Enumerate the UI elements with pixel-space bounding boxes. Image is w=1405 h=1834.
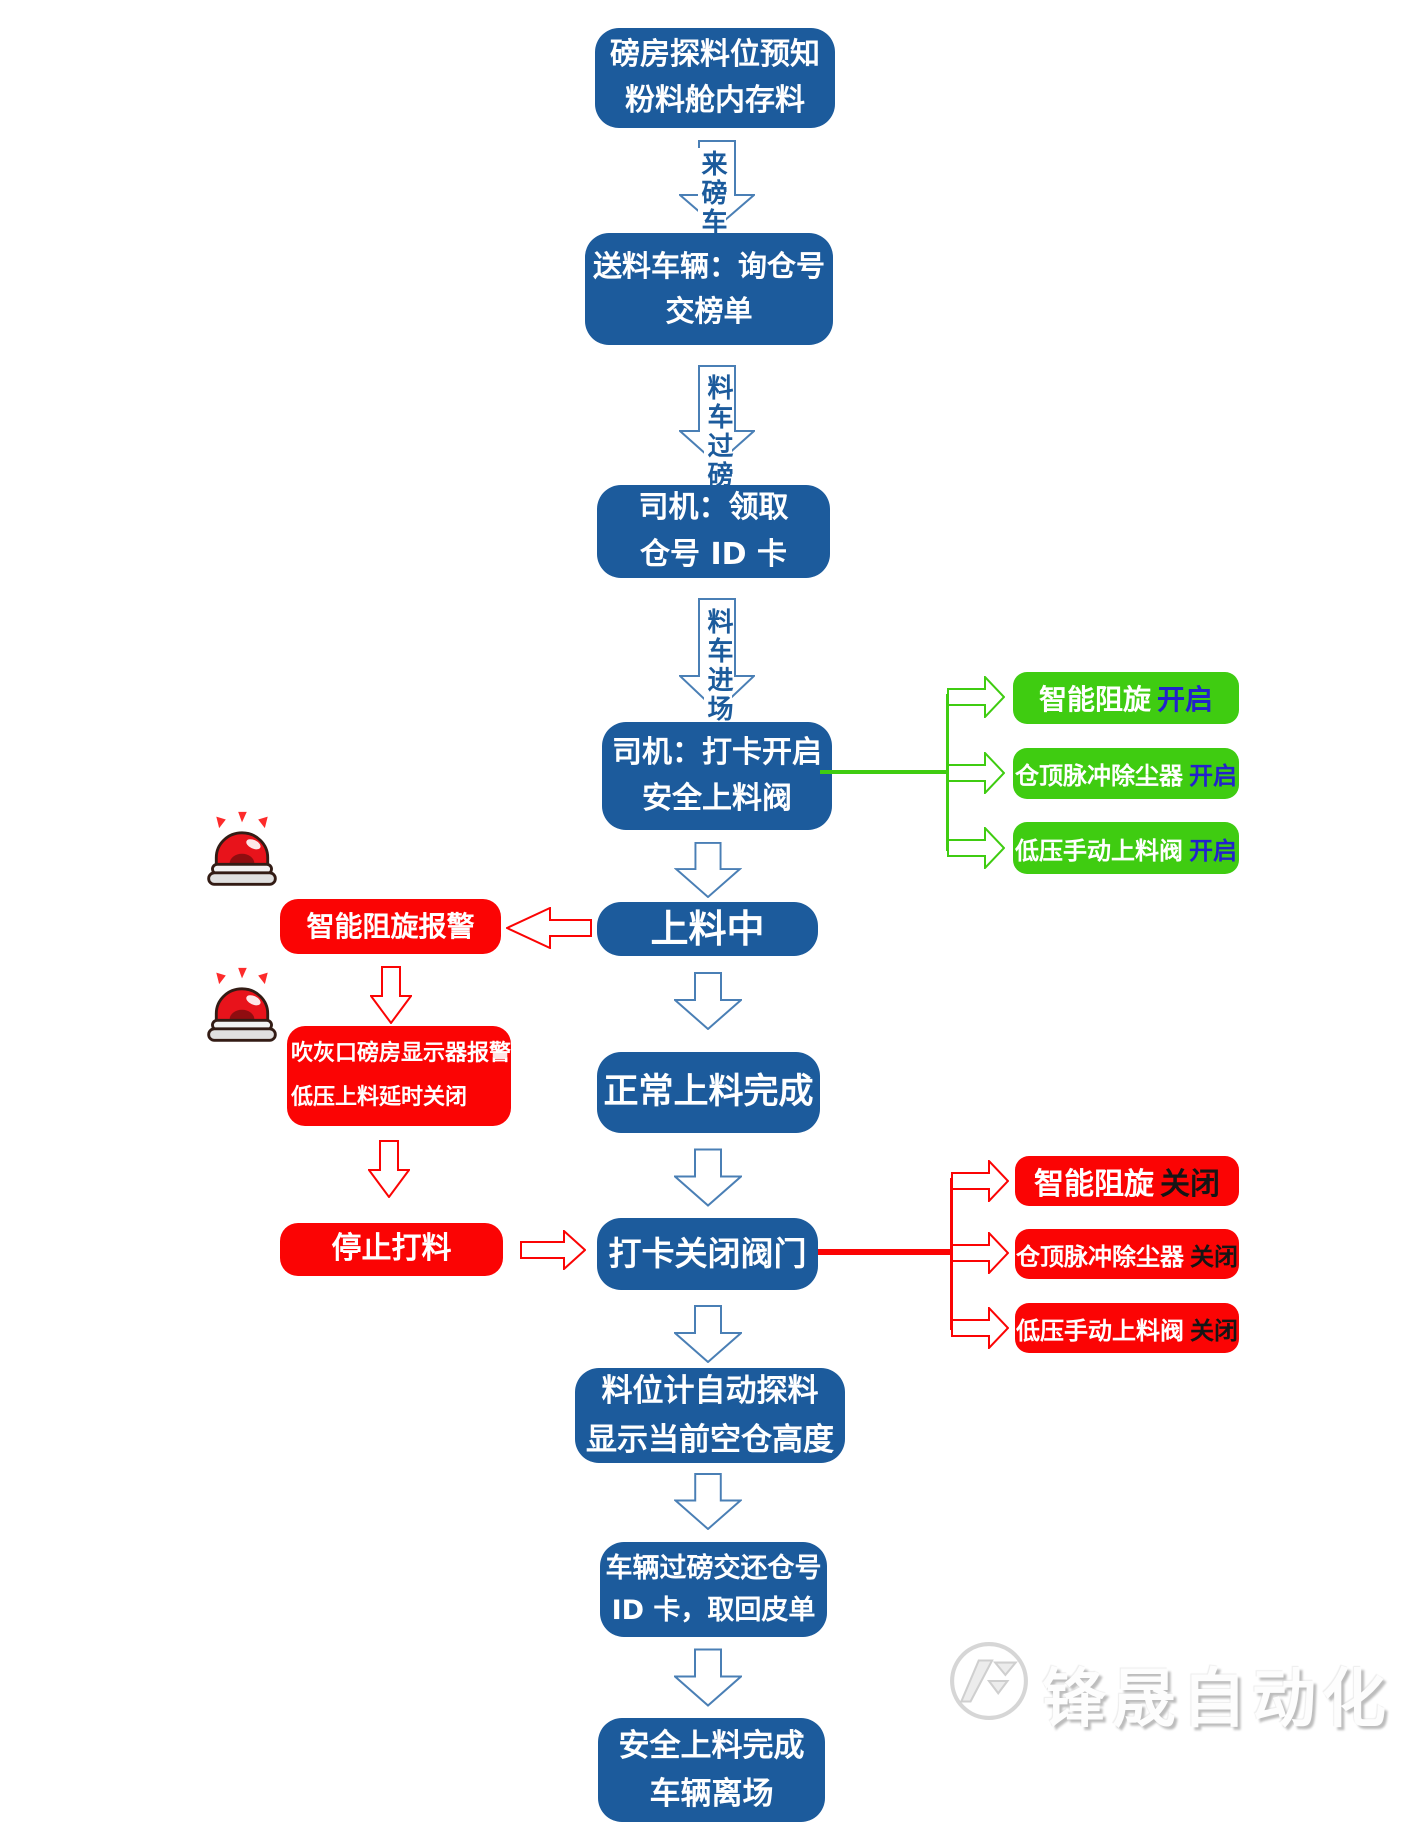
arrow-right-icon	[951, 1307, 1009, 1349]
node-text: 显示当前空仓高度	[586, 1421, 834, 1458]
node-close-valve: 打卡关闭阀门	[597, 1218, 818, 1290]
node-safe-loading-complete: 安全上料完成 车辆离场	[598, 1718, 825, 1822]
node-text: 车辆离场	[649, 1776, 774, 1812]
node-delivery-vehicle: 送料车辆：询仓号 交榜单	[585, 233, 833, 345]
arrow-label-truck-entering: 料车进场	[703, 606, 733, 726]
node-loading-in-progress: 上料中	[597, 902, 818, 956]
node-text: 司机：领取	[638, 490, 789, 525]
watermark-text: 锋晟自动化	[1042, 1663, 1392, 1737]
device-state: 关闭	[1160, 1167, 1220, 1202]
arrow-down-icon	[674, 1648, 742, 1707]
node-text: 料位计自动探料	[601, 1373, 819, 1410]
node-display-alarm-delay-close: 吹灰口磅房显示器报警 低压上料延时关闭	[287, 1026, 511, 1126]
node-rotary-blocker-alarm: 智能阻旋报警	[280, 899, 501, 954]
device-state: 开启	[1189, 836, 1237, 865]
arrow-label-truck-weighing: 料车过磅	[703, 372, 733, 492]
arrow-down-icon	[674, 972, 742, 1030]
node-text: 粉料舱内存料	[625, 83, 805, 118]
node-stop-feeding: 停止打料	[280, 1223, 503, 1276]
node-text: 安全上料完成	[618, 1727, 805, 1764]
arrow-right-icon	[951, 1160, 1009, 1202]
node-text: 磅房探料位预知	[610, 36, 820, 72]
arrow-down-icon	[674, 842, 742, 898]
arrow-right-icon	[951, 1232, 1009, 1274]
node-rotary-blocker-close: 智能阻旋关闭	[1015, 1156, 1239, 1206]
node-text: 司机：打卡开启	[612, 734, 822, 770]
node-driver-open-valve: 司机：打卡开启 安全上料阀	[602, 722, 832, 830]
arrow-left-icon	[506, 907, 592, 949]
device-name: 仓顶脉冲除尘器	[1016, 1242, 1184, 1271]
node-text: 低压上料延时关闭	[291, 1085, 468, 1110]
node-text: 仓号 ID 卡	[640, 536, 787, 572]
node-pulse-dust-collector-open: 仓顶脉冲除尘器开启	[1013, 748, 1239, 799]
node-manual-feed-valve-open: 低压手动上料阀开启	[1013, 822, 1239, 874]
arrow-down-icon	[368, 1140, 410, 1198]
node-rotary-blocker-open: 智能阻旋开启	[1013, 672, 1239, 724]
device-state: 开启	[1189, 762, 1237, 790]
device-name: 智能阻旋	[1034, 1167, 1154, 1202]
device-name: 低压手动上料阀	[1016, 1316, 1184, 1345]
device-state: 关闭	[1190, 1316, 1238, 1345]
alarm-siren-icon	[207, 967, 277, 1042]
node-level-meter-detect: 料位计自动探料 显示当前空仓高度	[575, 1368, 845, 1463]
node-text: 送料车辆：询仓号	[592, 249, 825, 284]
node-text: 打卡关闭阀门	[608, 1234, 807, 1274]
arrow-label-incoming-truck: 来磅车	[697, 148, 727, 239]
device-state: 开启	[1157, 683, 1214, 716]
node-text: 安全上料阀	[642, 781, 792, 816]
node-driver-get-card: 司机：领取 仓号 ID 卡	[597, 485, 830, 578]
device-name: 低压手动上料阀	[1015, 836, 1183, 865]
arrow-down-icon	[674, 1305, 742, 1363]
node-text: 智能阻旋报警	[306, 909, 475, 943]
node-silo-level-predict: 磅房探料位预知 粉料舱内存料	[595, 28, 835, 128]
node-text: ID 卡，取回皮单	[611, 1594, 816, 1626]
node-manual-feed-valve-close: 低压手动上料阀关闭	[1015, 1303, 1239, 1353]
connector-line-red-horizontal	[818, 1249, 952, 1255]
node-text: 交榜单	[665, 294, 753, 328]
arrow-down-icon	[370, 966, 412, 1024]
arrow-right-icon	[947, 827, 1005, 869]
node-text: 上料中	[650, 906, 765, 951]
device-name: 仓顶脉冲除尘器	[1015, 762, 1183, 790]
arrow-right-icon	[520, 1230, 586, 1270]
device-state: 关闭	[1190, 1242, 1238, 1271]
node-pulse-dust-collector-close: 仓顶脉冲除尘器关闭	[1015, 1229, 1239, 1279]
node-return-id-card: 车辆过磅交还仓号 ID 卡，取回皮单	[600, 1542, 827, 1637]
device-name: 智能阻旋	[1038, 683, 1151, 716]
node-normal-loading-complete: 正常上料完成	[597, 1052, 820, 1133]
arrow-down-icon	[674, 1148, 742, 1207]
arrow-right-icon	[947, 676, 1005, 718]
arrow-right-icon	[947, 752, 1005, 794]
node-text: 正常上料完成	[603, 1072, 814, 1113]
arrow-down-icon	[674, 1473, 742, 1530]
alarm-siren-icon	[207, 811, 277, 886]
watermark-logo-icon	[950, 1642, 1028, 1720]
node-text: 车辆过磅交还仓号	[605, 1552, 822, 1584]
node-text: 停止打料	[331, 1231, 452, 1267]
connector-line-green-horizontal	[820, 770, 948, 774]
node-text: 吹灰口磅房显示器报警	[291, 1041, 512, 1066]
